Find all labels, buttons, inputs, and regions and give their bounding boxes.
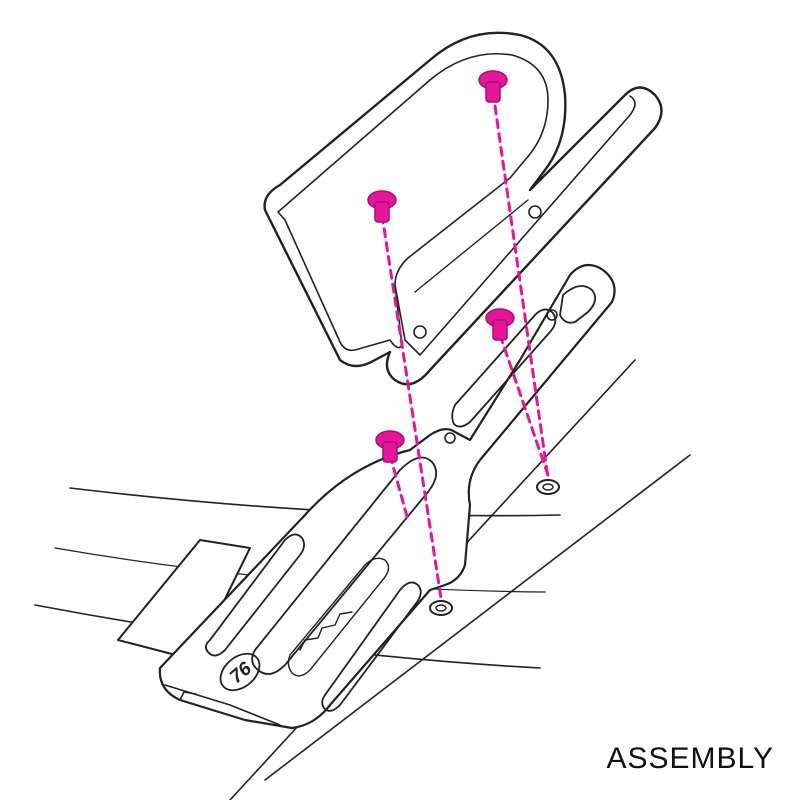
alignment-guides: [380, 90, 550, 600]
mount-bracket: [158, 263, 616, 730]
washer-icon: [536, 479, 560, 495]
diagram-caption: ASSEMBLY: [606, 742, 774, 775]
screw-icon: [367, 190, 397, 223]
screw-icon: [485, 308, 515, 341]
washer-icon: [429, 600, 453, 616]
screw-icon: [478, 70, 508, 103]
mount-strap: [117, 539, 251, 661]
screw-icon: [375, 430, 405, 463]
bottle-cage: [263, 31, 663, 386]
